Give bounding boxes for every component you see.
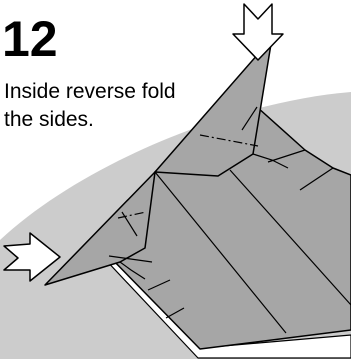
instruction-line-1: Inside reverse fold [4,78,176,106]
step-number: 12 [2,14,58,64]
instruction-line-2: the sides. [4,106,176,134]
step-instruction: Inside reverse fold the sides. [4,78,176,134]
push-arrow-down-icon [233,4,283,60]
